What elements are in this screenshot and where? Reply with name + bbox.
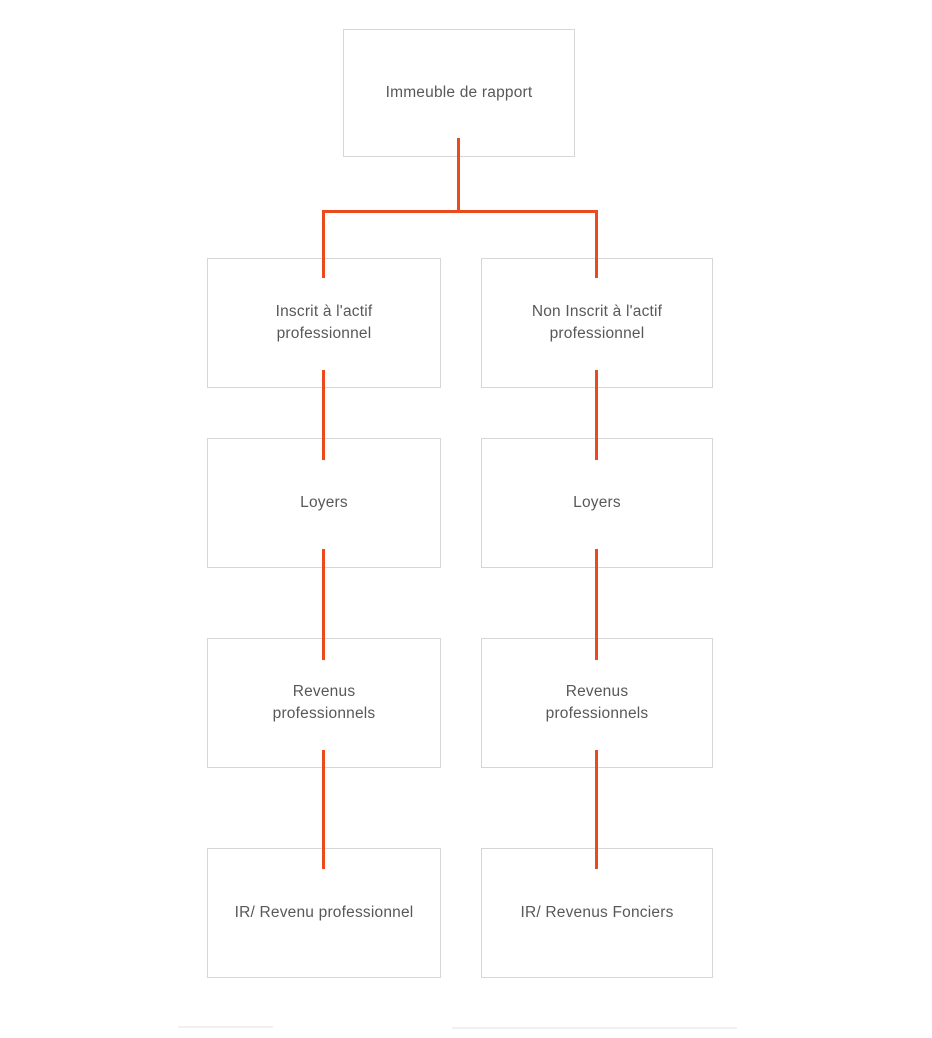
node-ir-revenu-professionnel: IR/ Revenu professionnel — [207, 848, 441, 978]
node-label: IR/ Revenu professionnel — [234, 904, 414, 921]
node-label: Loyers — [573, 494, 621, 511]
node-immeuble-de-rapport: Immeuble de rapport — [343, 29, 575, 157]
node-label: Revenus professionnels — [272, 683, 376, 722]
connector-right-row2-row3 — [595, 549, 598, 660]
connector-root-stem — [457, 138, 460, 212]
node-label: Non Inscrit à l'actif professionnel — [531, 303, 663, 342]
cropped-content-artifact — [452, 1027, 737, 1029]
connector-left-row1-row2 — [322, 370, 325, 460]
connector-left-row3-row4 — [322, 750, 325, 869]
connector-branch-drop-left — [322, 210, 325, 278]
node-label: Loyers — [300, 494, 348, 511]
node-label: IR/ Revenus Fonciers — [520, 904, 674, 921]
node-label: Revenus professionnels — [545, 683, 649, 722]
cropped-content-artifact — [178, 1026, 273, 1028]
node-label: Immeuble de rapport — [385, 84, 533, 101]
connector-branch-drop-right — [595, 210, 598, 278]
connector-left-row2-row3 — [322, 549, 325, 660]
connector-right-row3-row4 — [595, 750, 598, 869]
connector-branch-horizontal — [322, 210, 598, 213]
node-label: Inscrit à l'actif professionnel — [275, 303, 373, 342]
node-non-inscrit-actif: Non Inscrit à l'actif professionnel — [481, 258, 713, 388]
connector-right-row1-row2 — [595, 370, 598, 460]
